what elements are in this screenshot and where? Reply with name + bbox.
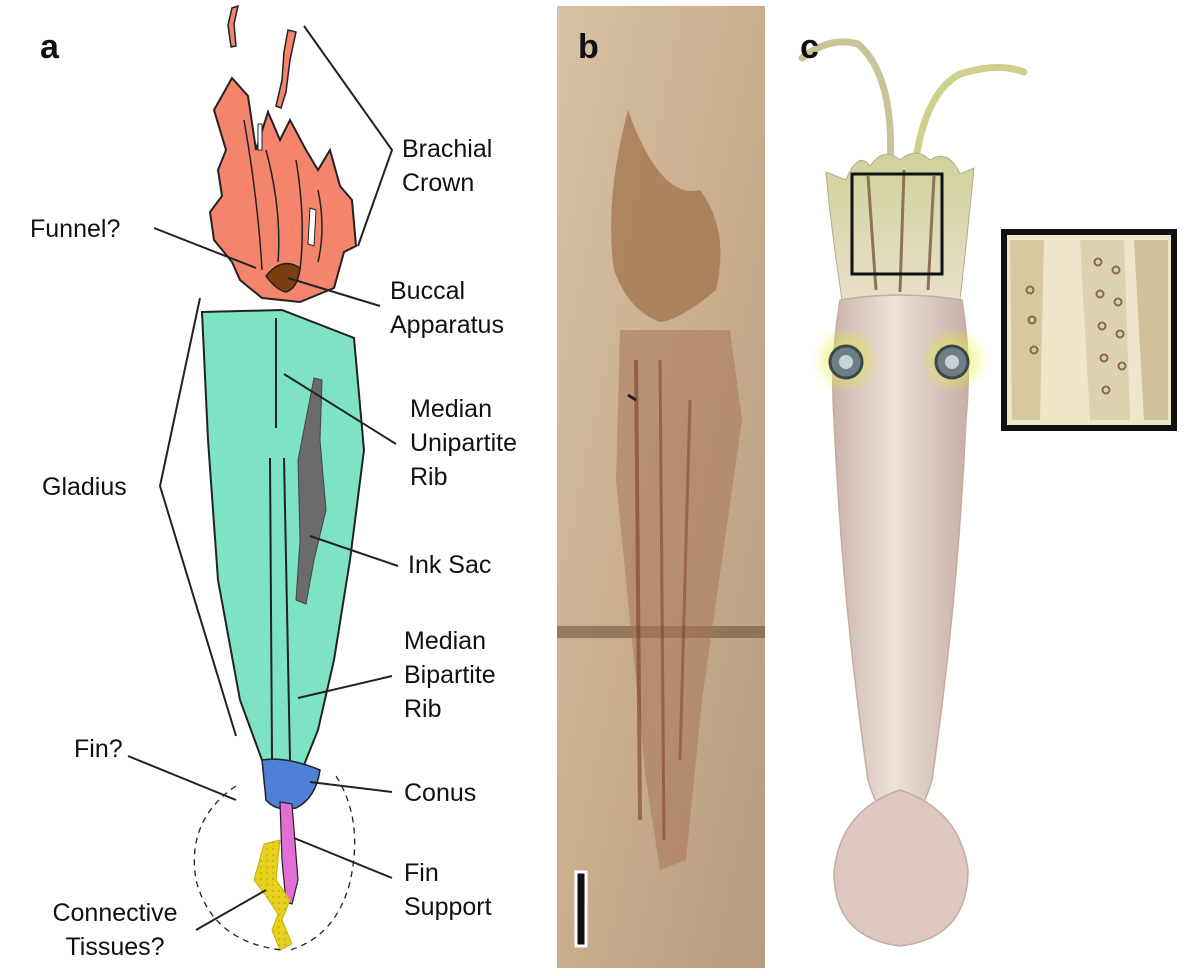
crown-arm-line <box>295 159 303 271</box>
panel-label-b: b <box>578 28 599 66</box>
tentacle <box>798 38 895 200</box>
fin-support-leader <box>293 837 393 879</box>
tentacle <box>908 63 1028 200</box>
arm-fragment <box>275 29 297 109</box>
fossil-body <box>616 330 742 870</box>
unipartite-leader <box>283 373 397 445</box>
conus-shape <box>261 758 321 810</box>
squid-fin <box>833 789 969 947</box>
brachial-crown-bracket <box>303 25 394 247</box>
squid-body <box>832 294 969 831</box>
fin-outline <box>193 785 283 951</box>
ink-sac-shape <box>295 377 327 605</box>
label-gladius: Gladius <box>42 473 127 501</box>
gladius-bracket <box>158 297 237 737</box>
panel-label-c: c <box>800 28 819 66</box>
label-ink-sac: Ink Sac <box>408 551 492 579</box>
funnel-leader <box>153 227 257 269</box>
crown-arm-line <box>243 119 263 271</box>
fin-leader <box>127 755 237 801</box>
label-funnel: Funnel? <box>30 215 121 243</box>
inksac-leader <box>309 535 399 567</box>
arm-fragment <box>227 4 240 48</box>
fin-support-shape <box>279 801 299 905</box>
label-fin: Fin? <box>74 735 123 763</box>
crown-slit <box>257 123 263 151</box>
connective-leader <box>195 889 267 931</box>
fossil-crown <box>611 110 721 322</box>
crown-arm-line <box>265 149 280 263</box>
scale-bar <box>574 870 588 948</box>
zoom-indicator-box <box>850 172 944 276</box>
gladius-shape <box>200 308 366 777</box>
buccal-apparatus-shape <box>265 262 301 293</box>
label-conus: Conus <box>404 779 477 807</box>
bipartite-rib-line <box>283 457 291 761</box>
crown-slit <box>307 207 317 247</box>
panel-b-fossil-photo <box>557 6 765 968</box>
buccal-leader <box>287 277 381 307</box>
inset-detail <box>1001 229 1177 431</box>
panel-label-a: a <box>40 28 59 66</box>
panel-c-reconstruction <box>798 38 1177 947</box>
conus-leader <box>309 781 393 793</box>
arm-crown <box>825 152 975 301</box>
crown-arm-line <box>317 189 323 263</box>
panel-a-diagram <box>127 4 399 951</box>
bipartite-leader <box>297 675 393 699</box>
bipartite-rib-line <box>269 457 273 761</box>
